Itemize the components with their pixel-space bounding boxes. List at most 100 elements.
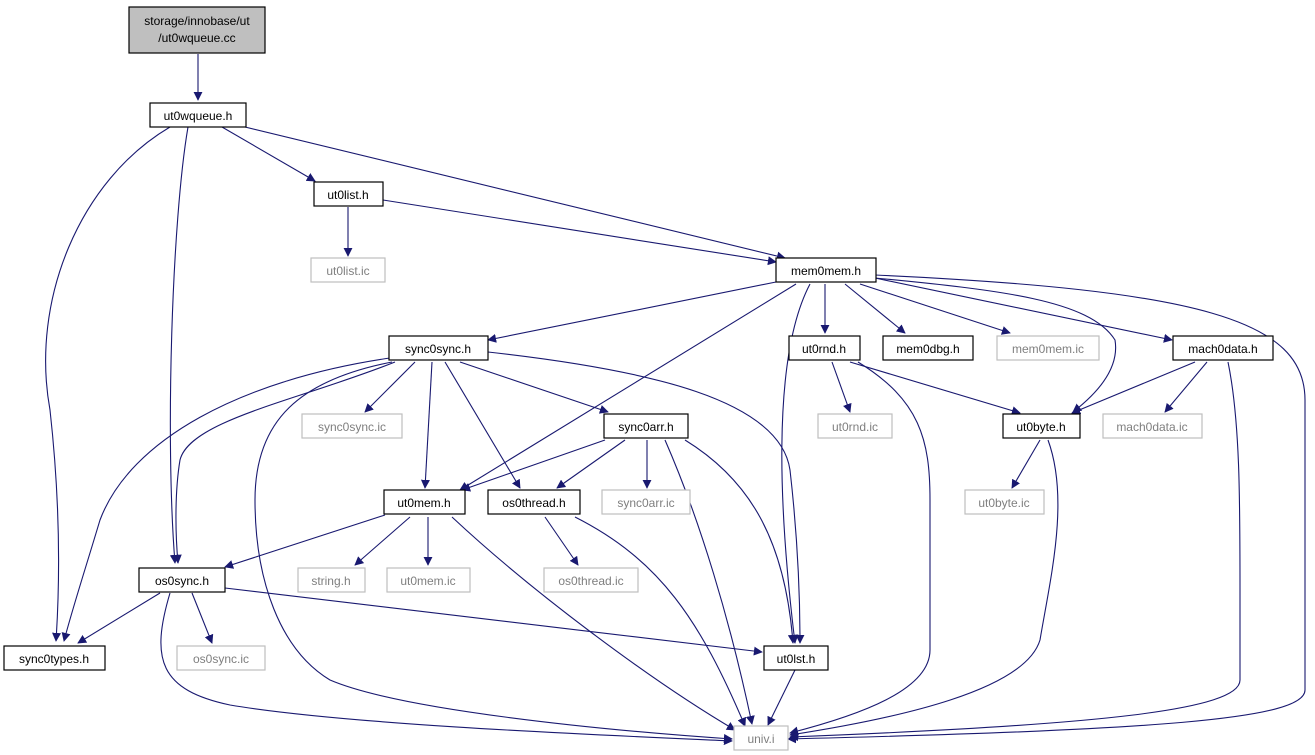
node-mem0mem-ic[interactable]: mem0mem.ic xyxy=(996,335,1100,361)
edge-sync0sync-univ xyxy=(254,361,733,743)
edge-os0thread-univ xyxy=(574,516,746,727)
node-label: ut0lst.h xyxy=(777,652,816,666)
edge-mach0data-mach0dataic xyxy=(1164,361,1208,413)
node-os0thread-ic[interactable]: os0thread.ic xyxy=(543,567,639,593)
edge-sync0arr-univ xyxy=(664,439,755,725)
edge-sync0sync-os0sync xyxy=(172,361,396,564)
nodes: storage/innobase/ut /ut0wqueue.cc ut0wqu… xyxy=(3,6,1274,751)
edge-mem0mem-univ xyxy=(787,274,1306,744)
node-label: sync0sync.h xyxy=(405,342,471,356)
node-root-file[interactable]: storage/innobase/ut /ut0wqueue.cc xyxy=(128,6,266,54)
node-ut0mem-h[interactable]: ut0mem.h xyxy=(383,489,466,515)
edge-ut0rnd-ut0byte xyxy=(849,361,1021,415)
edge-ut0wqueue-sync0types xyxy=(45,126,171,642)
edge-sync0sync-os0thread xyxy=(444,361,521,489)
node-ut0rnd-h[interactable]: ut0rnd.h xyxy=(788,335,861,361)
node-label: ut0mem.h xyxy=(397,496,450,510)
edge-mem0mem-mem0memic xyxy=(859,283,1011,335)
node-sync0arr-ic[interactable]: sync0arr.ic xyxy=(601,489,691,515)
node-label: os0thread.h xyxy=(502,496,565,510)
edge-mach0data-univ xyxy=(789,361,1241,742)
node-root-line1: storage/innobase/ut xyxy=(144,14,250,28)
node-label: ut0list.h xyxy=(327,188,368,202)
node-ut0list-ic[interactable]: ut0list.ic xyxy=(310,257,386,283)
node-label: mem0mem.ic xyxy=(1012,342,1084,356)
node-label: sync0arr.h xyxy=(618,420,673,434)
edge-sync0arr-ut0lst xyxy=(684,439,797,644)
node-sync0sync-h[interactable]: sync0sync.h xyxy=(388,335,489,361)
edge-ut0wqueue-ut0list xyxy=(221,126,316,182)
node-sync0arr-h[interactable]: sync0arr.h xyxy=(603,413,689,439)
node-label: mach0data.h xyxy=(1188,342,1257,356)
node-label: os0sync.h xyxy=(155,574,209,588)
node-label: univ.i xyxy=(747,732,774,746)
node-mach0data-h[interactable]: mach0data.h xyxy=(1172,335,1274,361)
edge-sync0arr-ut0mem xyxy=(461,439,606,492)
edge-sync0sync-ut0mem xyxy=(420,361,433,489)
node-label: ut0rnd.ic xyxy=(832,420,878,434)
node-label: sync0sync.ic xyxy=(318,420,386,434)
node-label: os0thread.ic xyxy=(558,574,623,588)
edge-ut0mem-stringh xyxy=(354,516,411,566)
node-label: mach0data.ic xyxy=(1116,420,1187,434)
node-ut0byte-ic[interactable]: ut0byte.ic xyxy=(964,489,1045,515)
edge-ut0wqueue-os0sync xyxy=(169,126,189,564)
node-ut0mem-ic[interactable]: ut0mem.ic xyxy=(386,567,471,593)
edge-mem0mem-ut0lst xyxy=(781,283,811,644)
node-label: ut0rnd.h xyxy=(802,342,846,356)
node-ut0list-h[interactable]: ut0list.h xyxy=(313,181,384,207)
edge-sync0sync-sync0syncic xyxy=(364,361,416,413)
node-label: ut0byte.ic xyxy=(978,496,1029,510)
edge-mach0data-ut0byte xyxy=(1071,361,1196,415)
edge-mem0mem-mem0dbg xyxy=(844,283,906,334)
node-label: string.h xyxy=(311,574,350,588)
edge-os0sync-ut0lst xyxy=(224,587,763,656)
node-os0thread-h[interactable]: os0thread.h xyxy=(487,489,581,515)
edge-mem0mem-ut0mem xyxy=(459,283,797,491)
node-sync0types-h[interactable]: sync0types.h xyxy=(3,645,106,671)
node-mach0data-ic[interactable]: mach0data.ic xyxy=(1102,413,1203,439)
node-label: sync0arr.ic xyxy=(617,496,674,510)
node-ut0wqueue-h[interactable]: ut0wqueue.h xyxy=(149,102,247,128)
edge-mem0mem-sync0sync xyxy=(487,281,777,343)
node-os0sync-ic[interactable]: os0sync.ic xyxy=(176,645,266,671)
edge-sync0arr-os0thread xyxy=(556,439,626,489)
node-ut0byte-h[interactable]: ut0byte.h xyxy=(1002,413,1081,439)
edge-ut0lst-univ xyxy=(767,669,796,726)
node-label: ut0list.ic xyxy=(326,264,369,278)
node-label: sync0types.h xyxy=(19,652,89,666)
edge-ut0byte-ut0byteic xyxy=(1011,439,1041,489)
edge-mem0mem-mach0data xyxy=(874,277,1173,343)
node-sync0sync-ic[interactable]: sync0sync.ic xyxy=(301,413,403,439)
edge-mem0mem-ut0byte xyxy=(874,277,1117,413)
node-label: ut0wqueue.h xyxy=(164,109,233,123)
edge-os0thread-os0threadic xyxy=(544,516,579,566)
node-string-h[interactable]: string.h xyxy=(297,567,366,593)
node-label: ut0byte.h xyxy=(1016,420,1065,434)
edge-os0sync-univ xyxy=(160,592,733,746)
edge-ut0wqueue-mem0mem xyxy=(244,126,786,261)
edge-ut0byte-univ xyxy=(789,439,1059,739)
node-mem0mem-h[interactable]: mem0mem.h xyxy=(775,257,877,283)
edge-ut0rnd-ut0rndic xyxy=(831,361,852,413)
node-label: mem0dbg.h xyxy=(896,342,959,356)
edge-sync0sync-ut0lst xyxy=(487,351,805,644)
edge-os0sync-sync0types xyxy=(77,592,161,644)
edge-sync0sync-sync0arr xyxy=(459,361,609,414)
node-os0sync-h[interactable]: os0sync.h xyxy=(138,567,226,593)
node-ut0rnd-ic[interactable]: ut0rnd.ic xyxy=(817,413,893,439)
edge-sync0sync-sync0types xyxy=(61,357,391,642)
node-label: mem0mem.h xyxy=(791,264,861,278)
edge-ut0rnd-univ xyxy=(789,361,931,736)
node-root-line2: /ut0wqueue.cc xyxy=(158,31,235,45)
node-univ-i[interactable]: univ.i xyxy=(733,725,789,751)
node-label: ut0mem.ic xyxy=(400,574,455,588)
edge-ut0mem-os0sync xyxy=(224,514,386,569)
edge-os0sync-os0syncic xyxy=(191,592,214,644)
node-label: os0sync.ic xyxy=(193,652,249,666)
edges xyxy=(45,54,1306,746)
edge-ut0list-mem0mem xyxy=(382,199,777,266)
node-ut0lst-h[interactable]: ut0lst.h xyxy=(763,645,829,671)
node-mem0dbg-h[interactable]: mem0dbg.h xyxy=(882,335,974,361)
